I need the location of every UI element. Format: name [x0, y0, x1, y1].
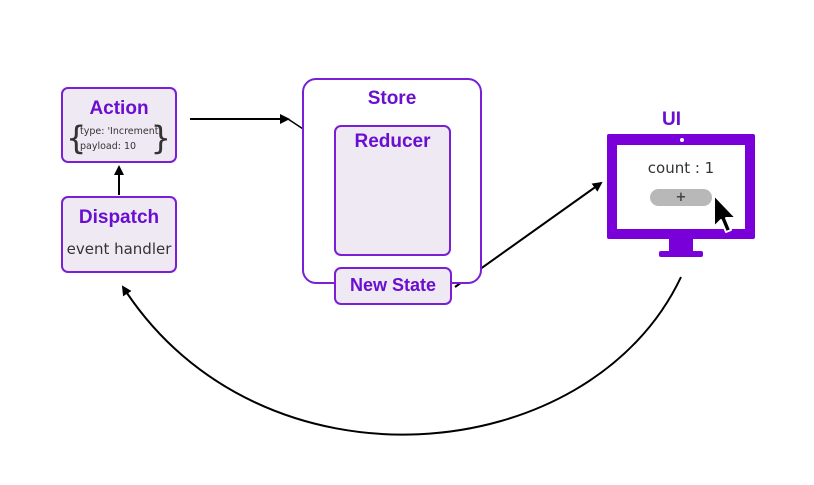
cursor-icon — [713, 194, 737, 233]
action-payload-line: payload: 10 — [80, 141, 137, 152]
store-title: Store — [367, 88, 417, 109]
monitor-stand-base — [659, 251, 703, 257]
dispatch-subtitle: event handler — [66, 240, 172, 258]
monitor-stand-neck — [669, 239, 693, 252]
dispatch-title: Dispatch — [78, 207, 160, 228]
action-title: Action — [89, 98, 149, 119]
ui-title: UI — [662, 109, 681, 130]
reducer-box: Reducer — [334, 125, 451, 256]
camera-dot — [680, 138, 684, 142]
action-type-line: type: 'Increment' — [80, 126, 162, 137]
arrow-ui-to-dispatch — [121, 276, 682, 436]
dispatch-box: Dispatch event handler — [61, 196, 177, 273]
action-box: Action { type: 'Increment' payload: 10 } — [61, 87, 177, 163]
new-state-title: New State — [349, 275, 437, 295]
increment-button[interactable]: + — [650, 189, 712, 206]
open-brace: { — [66, 119, 87, 157]
count-label: count : 1 — [647, 159, 715, 177]
reducer-title: Reducer — [354, 131, 431, 152]
close-brace: } — [150, 119, 171, 157]
new-state-box: New State — [334, 267, 452, 305]
